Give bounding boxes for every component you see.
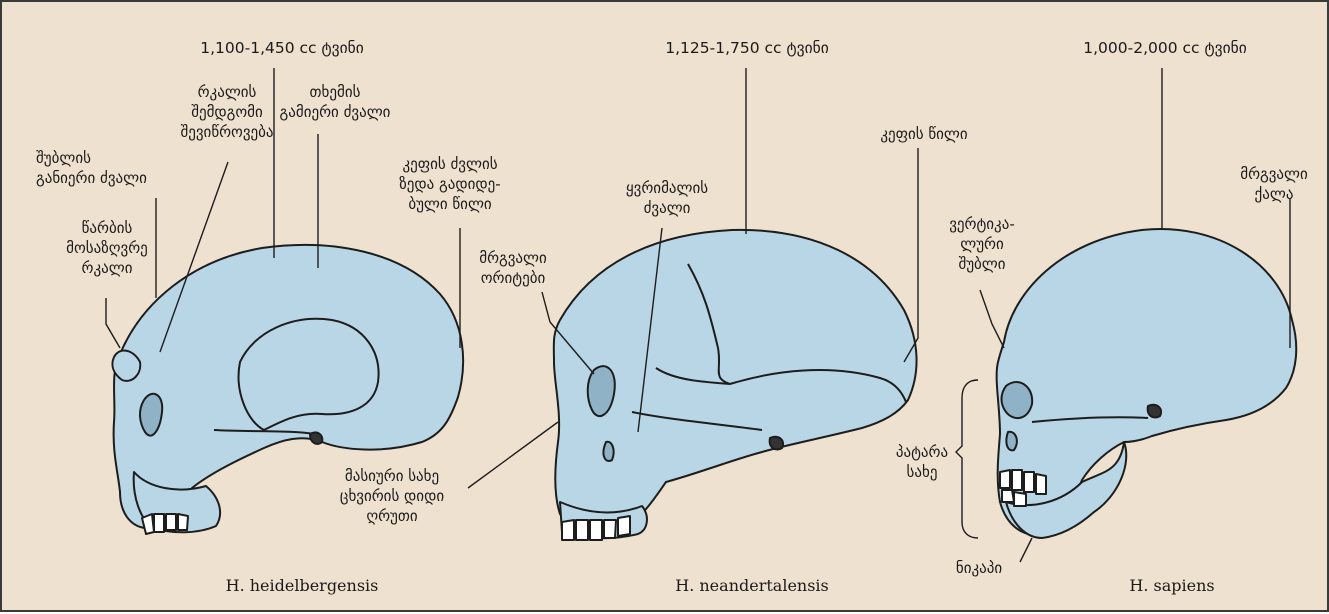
label-chin: ნიკაპი	[934, 558, 1024, 578]
label-frontal-bone: შუბლის განიერი ძვალი	[36, 148, 186, 188]
neandertalensis-ear	[770, 437, 783, 450]
heidelbergensis-ear	[310, 432, 322, 444]
label-round-skull: მრგვალი ქალა	[1224, 164, 1324, 204]
sapiens-orbit	[1002, 382, 1033, 418]
label-small-face: პატარა სახე	[882, 442, 962, 482]
heidelbergensis-brain-volume: 1,100-1,450 cc ტვინი	[182, 38, 382, 58]
neandertalensis-skull	[554, 230, 917, 540]
label-temporal-bone: ყვრიმალის ძვალი	[602, 178, 732, 218]
heidelbergensis-teeth	[142, 514, 188, 534]
sapiens-skull	[997, 229, 1297, 538]
neandertalensis-nasal	[604, 442, 614, 461]
label-vertical-forehead: ვერტიკა- ლური შუბლი	[922, 214, 1042, 274]
label-massive-face: მასიური სახე ცხვირის დიდი ღრუთი	[312, 466, 472, 526]
sapiens-caption: H. sapiens	[1092, 576, 1252, 595]
label-occipital-torus: კეფის ძვლის ზედა გადიდე- ბული წილი	[370, 154, 530, 214]
heidelbergensis-brow	[112, 351, 140, 381]
neandertalensis-brain-volume: 1,125-1,750 cc ტვინი	[642, 38, 852, 58]
sapiens-nasal	[1006, 432, 1016, 451]
label-brow-ridge: წარბის მოსაზღვრე რკალი	[32, 218, 182, 278]
label-round-orbits: მრგვალი ორიტები	[448, 248, 578, 288]
label-parietal-bone: თხემის გამიერი ძვალი	[260, 82, 410, 122]
sapiens-ear	[1148, 405, 1161, 418]
neandertalensis-teeth	[562, 516, 630, 540]
sapiens-brain-volume: 1,000-2,000 cc ტვინი	[1060, 38, 1270, 58]
neandertalensis-caption: H. neandertalensis	[642, 576, 862, 595]
heidelbergensis-caption: H. heidelbergensis	[192, 576, 412, 595]
label-occipital-lobe: კეფის წილი	[854, 124, 994, 144]
